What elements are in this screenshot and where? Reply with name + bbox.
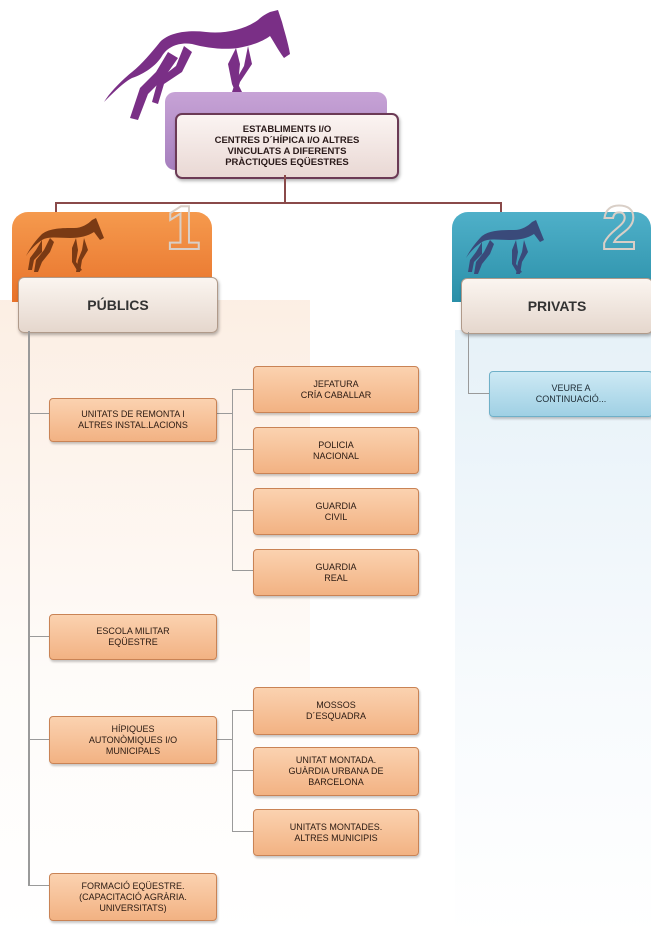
connector-child-3-1 xyxy=(232,710,253,711)
privats-number: 2 xyxy=(601,194,638,263)
child-label: UNITATS MONTADES. ALTRES MUNICIPIS xyxy=(289,821,383,843)
child-mossos: MOSSOS D´ESQUADRA xyxy=(253,687,419,735)
child-unitats-montades-altres: UNITATS MONTADES. ALTRES MUNICIPIS xyxy=(253,809,419,856)
item-label: UNITATS DE REMONTA I ALTRES INSTAL.LACIO… xyxy=(78,409,188,430)
child-guardia-real: GUARDIA REAL xyxy=(253,549,419,596)
connector-group-3 xyxy=(214,739,233,740)
privats-trunk xyxy=(468,332,469,394)
child-label: POLICIA NACIONAL xyxy=(312,439,359,461)
connector-item-1 xyxy=(28,413,49,414)
item-label: ESCOLA MILITAR EQÜESTRE xyxy=(96,626,170,647)
root-label: ESTABLIMENTS I/O CENTRES D´HÍPICA I/O AL… xyxy=(214,124,360,168)
privats-background xyxy=(455,330,651,936)
connector-child-1-3 xyxy=(232,510,253,511)
child-label: JEFATURA CRÍA CABALLAR xyxy=(300,378,372,400)
privats-label: PRIVATS xyxy=(527,298,587,314)
publics-category: PÚBLICS xyxy=(18,277,218,333)
connector-child-1-4 xyxy=(232,570,253,571)
connector-privats-item-1 xyxy=(468,393,489,394)
group-1-trunk xyxy=(232,389,233,571)
connector-root xyxy=(284,175,286,203)
root-node: ESTABLIMENTS I/O CENTRES D´HÍPICA I/O AL… xyxy=(175,113,399,179)
item-formacio-equestre: FORMACIÓ EQÜESTRE. (CAPACITACIÓ AGRÀRIA.… xyxy=(49,873,217,921)
child-unitat-montada-bcn: UNITAT MONTADA. GUÀRDIA URBANA DE BARCEL… xyxy=(253,747,419,796)
publics-number: 1 xyxy=(165,194,202,263)
child-policia-nacional: POLICIA NACIONAL xyxy=(253,427,419,474)
connector-horizontal xyxy=(55,202,501,204)
item-veure-continuacio: VEURE A CONTINUACIÓ... xyxy=(489,371,651,417)
child-label: UNITAT MONTADA. GUÀRDIA URBANA DE BARCEL… xyxy=(288,755,384,787)
item-label: HÍPIQUES AUTONÒMIQUES I/O MUNICIPALS xyxy=(88,723,178,756)
item-hipiques-autonomiques: HÍPIQUES AUTONÒMIQUES I/O MUNICIPALS xyxy=(49,716,217,764)
item-escola-militar: ESCOLA MILITAR EQÜESTRE xyxy=(49,614,217,660)
connector-child-1-1 xyxy=(232,389,253,390)
child-label: MOSSOS D´ESQUADRA xyxy=(305,700,366,721)
publics-label: PÚBLICS xyxy=(87,297,149,313)
connector-child-3-3 xyxy=(232,831,253,832)
item-unitats-remonta: UNITATS DE REMONTA I ALTRES INSTAL.LACIO… xyxy=(49,398,217,442)
connector-child-1-2 xyxy=(232,449,253,450)
privats-category: PRIVATS xyxy=(461,278,651,334)
child-label: GUARDIA REAL xyxy=(315,561,357,583)
connector-item-4 xyxy=(28,885,49,886)
connector-child-3-2 xyxy=(232,770,253,771)
item-label: FORMACIÓ EQÜESTRE. (CAPACITACIÓ AGRÀRIA.… xyxy=(79,880,187,913)
child-jefatura: JEFATURA CRÍA CABALLAR xyxy=(253,366,419,413)
horse-icon xyxy=(104,10,290,120)
item-label: VEURE A CONTINUACIÓ... xyxy=(535,383,607,404)
connector-group-1 xyxy=(214,413,233,414)
connector-item-2 xyxy=(28,636,49,637)
horse-icon xyxy=(26,218,104,272)
child-guardia-civil: GUARDIA CIVIL xyxy=(253,488,419,535)
connector-item-3 xyxy=(28,739,49,740)
child-label: GUARDIA CIVIL xyxy=(315,500,357,522)
horse-icon xyxy=(466,220,544,274)
publics-trunk xyxy=(28,331,30,886)
